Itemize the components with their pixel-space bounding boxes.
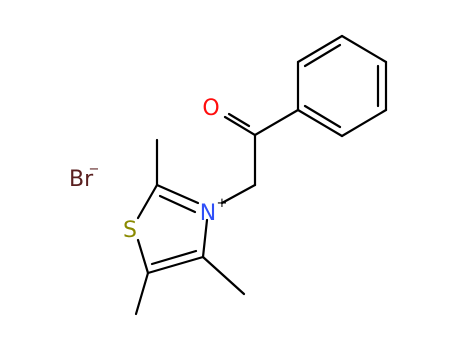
bromide-ion-label: Br [69,167,94,192]
bond-benzene-3 [340,108,388,138]
bromide-charge-label: − [89,162,100,177]
bond-s-c5 [136,238,150,275]
bond-n-c2-1 [155,183,200,205]
bond-c5-c4-1 [146,255,205,275]
bond-benzene-4-inner [303,104,342,129]
bond-phenyl-carbonyl [253,108,300,137]
bond-benzene-6 [296,34,344,64]
bond-ch2-n [220,183,257,205]
bond-c5-c4-2 [150,249,198,266]
bond-c4-methyl [201,255,246,296]
sulfur-atom-label: S [123,218,137,243]
bond-n-c2-2 [158,194,197,214]
nitrogen-charge-label: + [217,196,228,211]
bond-lines [134,34,388,316]
bond-benzene-4 [296,108,344,138]
bond-carbonyl-1 [223,115,257,137]
bond-c2-s [136,183,159,220]
bond-benzene-1 [340,34,388,64]
bond-benzene-6-inner [303,43,342,68]
bond-c4-n [201,218,209,259]
bond-carbonyl-2 [227,112,251,128]
bond-c5-methyl [134,271,150,316]
oxygen-atom-label: O [202,96,219,121]
nitrogen-atom-label: N [200,201,216,226]
